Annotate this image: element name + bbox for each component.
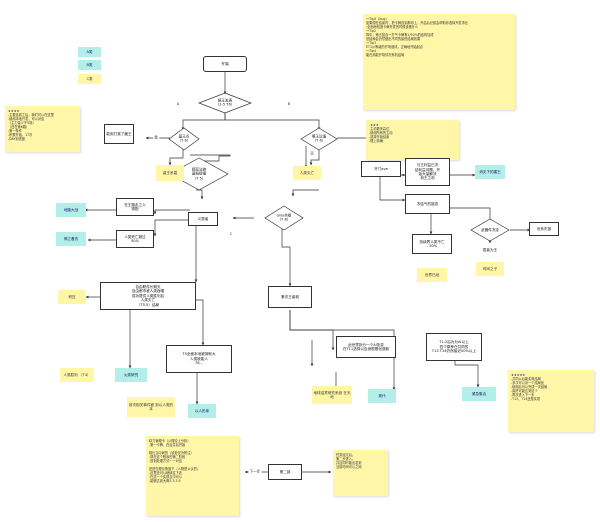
legend-a: A类: [78, 47, 101, 57]
decision-only-label: only共组 （T 8）: [276, 213, 292, 222]
note-left-upper: ★★★★ -主要连线之后，我们可以在这里 -使用本地开发，可以对应 （主力量少于…: [5, 106, 80, 152]
node-cyan-final: 现代: [368, 389, 396, 403]
edge-label-yes: 是: [153, 135, 159, 141]
node-yel-bottom: 前次相关事件被 到以人类的本: [127, 397, 175, 417]
note-right-upper: -★★★ -主动更多高位 -使用所有的主动 -选择开始结束 -理上精确: [366, 120, 459, 160]
edge-label-no: 否: [309, 151, 315, 157]
node-right-cyan: 消灭下的建王: [475, 165, 505, 179]
node-green-a: 地路大战: [56, 203, 86, 217]
decision-only[interactable]: [264, 205, 304, 231]
node-fail: 世界已经: [417, 268, 447, 282]
node-right-box-b[interactable]: T1.2后为为AI以上 四个原种在共同的 T13 T14仍然接近50%以上: [426, 333, 482, 361]
edge-label-c: C: [228, 232, 234, 236]
node-mid-b[interactable]: 人类死亡超过 50%: [116, 230, 154, 248]
node-mid-box-a[interactable]: T5全面本地被拥有大 人类被能人 T6...: [166, 345, 232, 373]
decision-intro-label: 搞王发表 （1-5 T6）: [215, 98, 235, 107]
node-reopen[interactable]: 开门ave: [361, 161, 401, 177]
decision-stall-label: 第王议值 （T 6）: [311, 134, 327, 143]
node-win-a: 胜者为王: [482, 247, 498, 252]
node-right-b[interactable]: 第次王者城: [268, 286, 312, 308]
node-cyan-clip: 以人形体: [188, 404, 216, 418]
decision-stall[interactable]: [300, 127, 338, 151]
node-branch-top[interactable]: 与王利益已决 结利益问题，开 始大量解决 到王之前: [405, 158, 450, 186]
edge-label-b: B: [286, 102, 292, 106]
node-low-left: 人类胜利 （T4）: [60, 368, 94, 382]
node-right-sub[interactable]: 冻结气的能态: [405, 194, 450, 214]
node-cyan-res: 火类研究: [115, 368, 147, 382]
node-win-b: 时间之子: [476, 262, 504, 276]
decision-wang-label: 墓王点 （T 6）: [177, 134, 191, 143]
edge-label-next: 下一步: [248, 469, 262, 475]
node-remain[interactable]: 持续界人类不亡 - 50%: [412, 234, 452, 254]
note-right-lower: ★★★★★ -共同以后能实现结局 -多次可以对一个结局处 -使用后可以完成一次结…: [508, 370, 594, 432]
node-left-dead: 墓王系嘉: [156, 165, 184, 181]
node-yiyou[interactable]: 义愿者: [188, 212, 218, 226]
node-left-bottom[interactable]: 第二部: [268, 464, 302, 480]
node-mid-box-b[interactable]: 此世界拆分一个AI协变 在T11选择以自身根基创造新: [336, 336, 396, 358]
note-bottom-left: 精力管理卡（从理论上分析） -第一卡牌，在合并后开始 相比当中间的（该处仅为附注…: [146, 436, 239, 516]
start-node[interactable]: 开端: [203, 56, 247, 72]
note-top-right: ～TipX（bug） 如果想在结束时，把卡牌连到那你上，开启后记载会帮助你选择开…: [363, 14, 515, 110]
legend-b: B类: [78, 60, 101, 70]
legend-c: C类: [78, 74, 101, 84]
node-left-yel: 积压: [58, 290, 86, 304]
node-green-b: 神之着衣: [56, 232, 86, 246]
decision-weapon[interactable]: [470, 218, 510, 242]
node-mid-a[interactable]: 在王路走之人 物配: [116, 198, 154, 216]
decision-wang[interactable]: [168, 127, 200, 151]
node-yel-low-a: 地球迎宾研究系统 在天地: [312, 386, 352, 404]
node-long[interactable]: 自由联件长期天 自由都市被人类吞噬 成功提供人类胜利后 人类灭亡 （T5.5）结…: [100, 282, 196, 310]
decision-main-label: 狼蕊法族 墓稻接援 （T 5）: [191, 167, 207, 181]
node-right-ren: 人类灭亡: [293, 166, 321, 180]
decision-intro[interactable]: [198, 92, 252, 114]
node-cyan-right2: 紧急集合: [462, 387, 496, 401]
note-bottom-mid: 任务经过后， 第二步进入， 并且同时能出发到 当前时间可以之间: [333, 450, 388, 496]
node-shishi[interactable]: 世系史部: [529, 222, 559, 236]
node-left-card[interactable]: 能用打赏了藏王: [104, 124, 134, 144]
decision-weapon-label: 武器件决定: [481, 227, 499, 232]
edge-label-a: A: [175, 102, 181, 106]
